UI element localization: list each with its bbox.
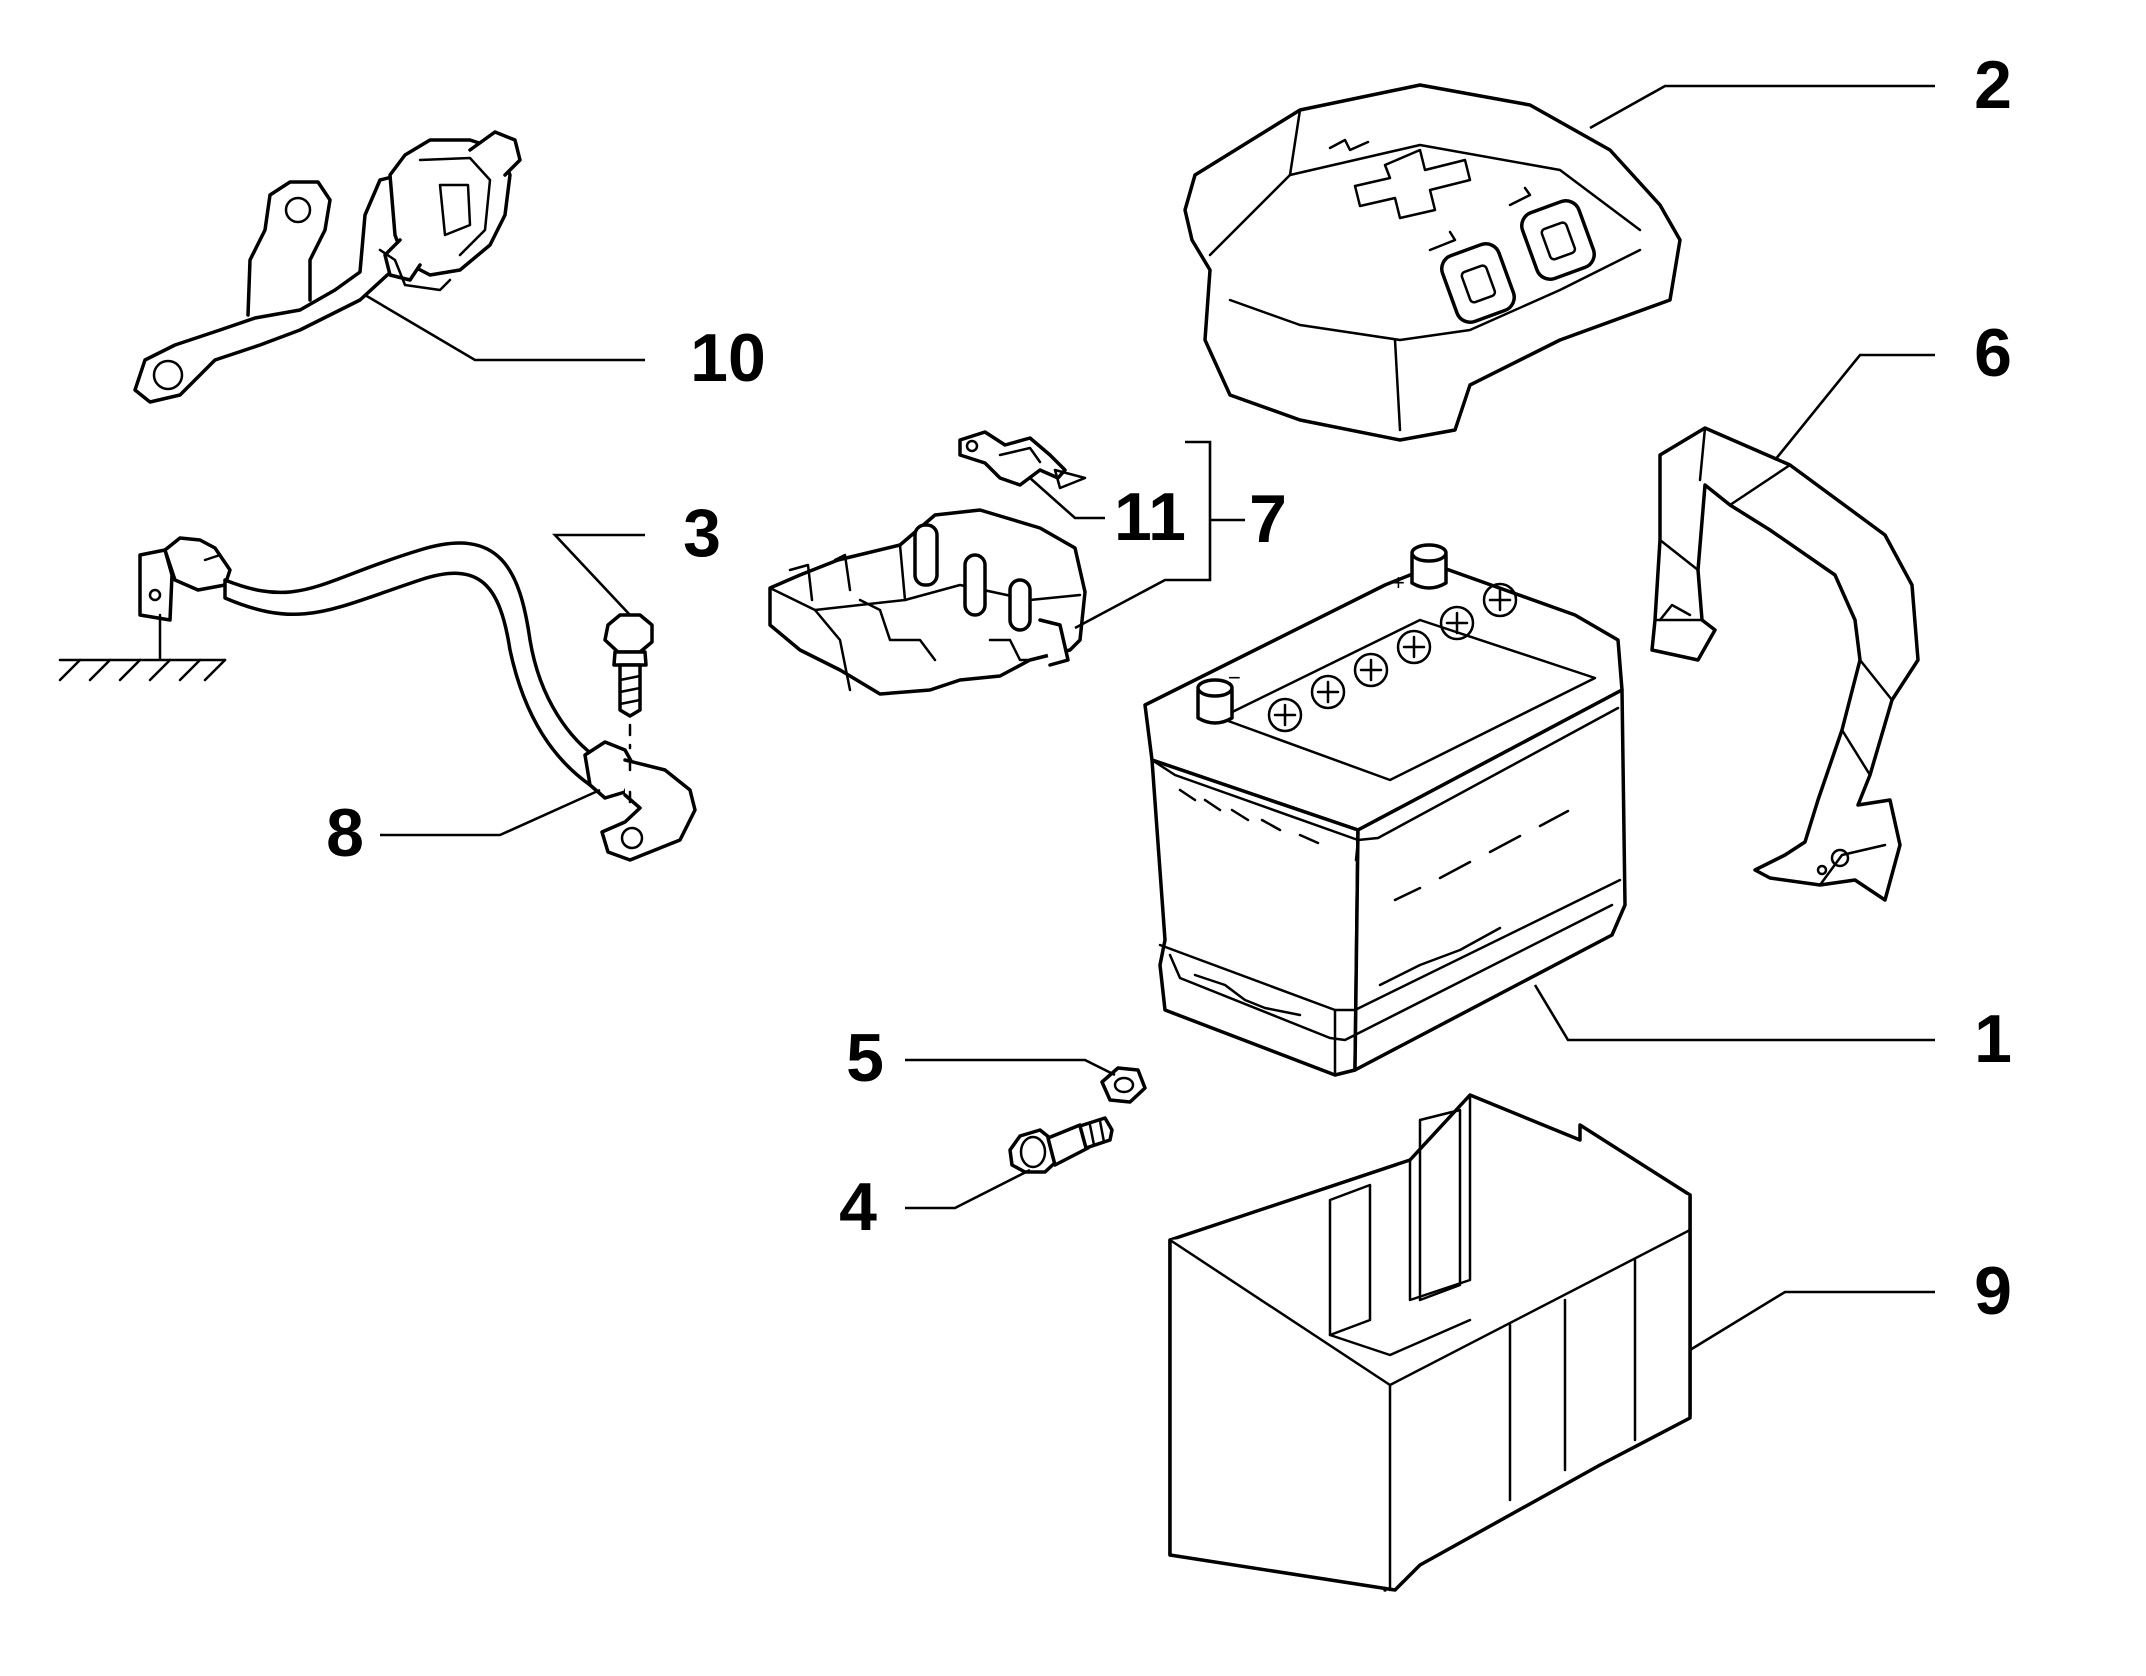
leader-8 [380,788,601,837]
callout-4: 4 [839,1169,877,1245]
callout-1: 1 [1974,1001,2012,1077]
leader-5 [905,1058,1116,1077]
callout-6: 6 [1974,315,2012,391]
callout-8: 8 [326,795,364,871]
terminal-fuse-box [768,508,1087,696]
cable-bolt [603,613,654,814]
leader-10 [364,293,645,362]
callout-3: 3 [683,495,721,571]
negative-symbol: − [1228,665,1241,690]
callout-9: 9 [1974,1253,2012,1329]
battery-tray [1168,1093,1692,1592]
callout-7: 7 [1249,481,1287,557]
callout-2: 2 [1974,47,2012,123]
callout-11: 11 [1114,479,1186,555]
battery: − + [1143,543,1627,1077]
callout-10: 10 [690,320,766,396]
leader-lines [364,84,1935,1352]
leader-6 [1773,353,1935,461]
callout-5: 5 [846,1020,884,1096]
leader-9 [1689,1290,1935,1352]
hex-nut [1100,1066,1147,1104]
battery-hold-down-bracket [1650,426,1920,902]
positive-symbol: + [1392,570,1405,595]
sensor-bracket [133,130,522,404]
leader-3 [551,533,645,616]
callout-numbers: 1 2 3 4 5 6 7 8 9 10 11 [326,47,2012,1329]
hex-bolt [1008,1116,1114,1174]
ground-cable [58,536,697,862]
leader-11 [1029,477,1105,520]
leader-4 [905,1168,1031,1210]
leader-2 [1589,84,1935,130]
leader-7 [1074,440,1245,630]
mega-fuse [958,430,1087,490]
terminal-cover [1183,83,1682,442]
leader-1 [1533,984,1935,1042]
